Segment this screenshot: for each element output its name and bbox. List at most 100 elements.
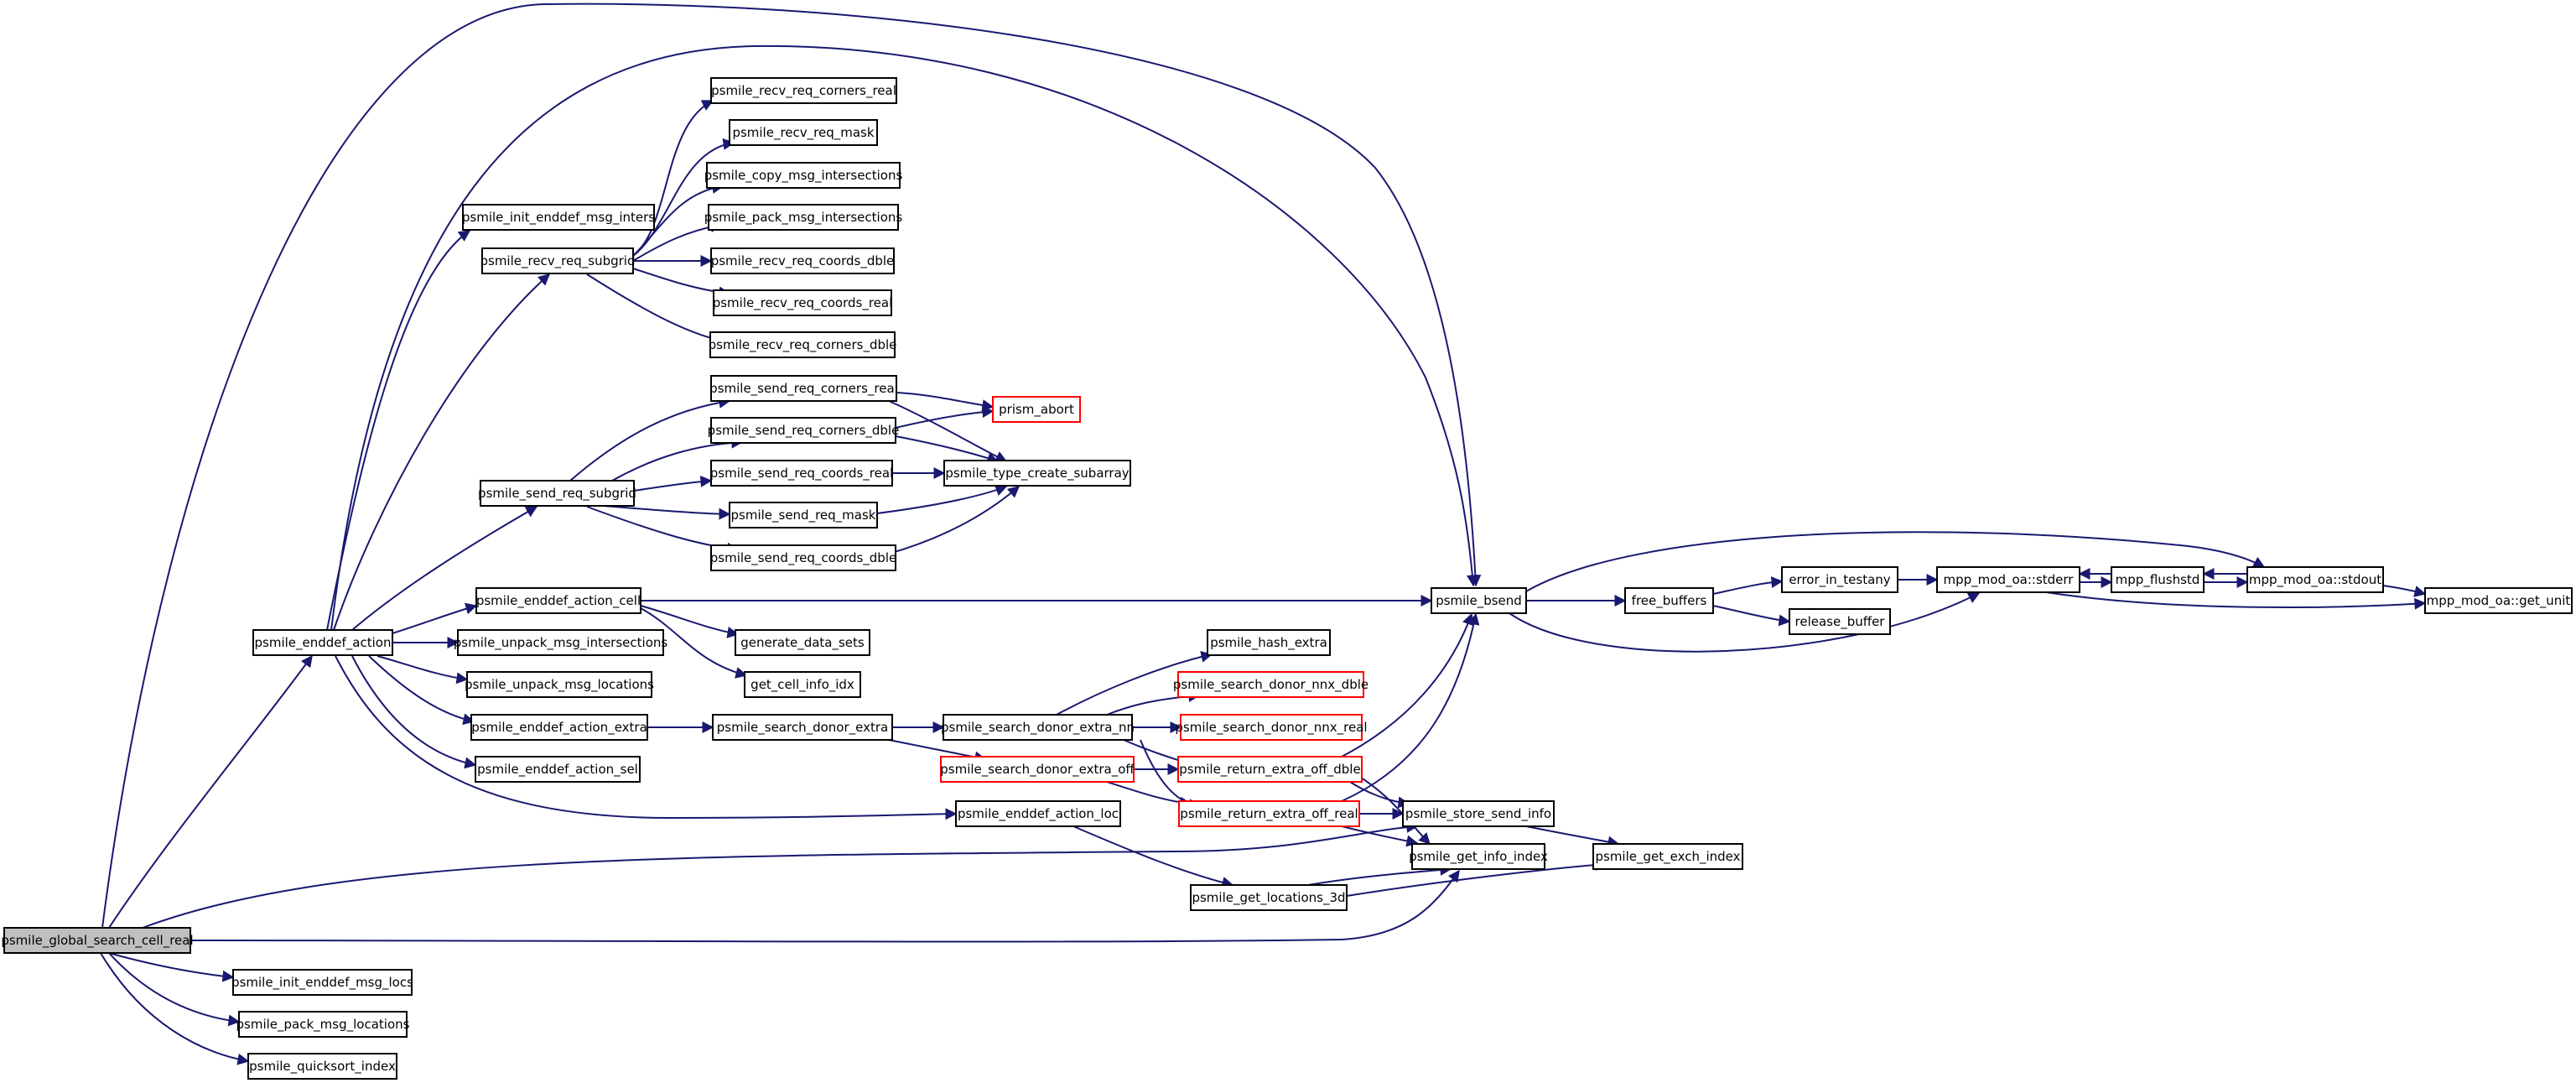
node-root[interactable]: psmile_global_search_cell_real xyxy=(1,927,194,954)
node-label: psmile_pack_msg_locations xyxy=(236,1017,410,1033)
node-ret_off_real[interactable]: psmile_return_extra_off_real xyxy=(1178,800,1360,827)
node-enddef_action[interactable]: psmile_enddef_action xyxy=(252,629,393,656)
node-nnx_dble[interactable]: psmile_search_donor_nnx_dble xyxy=(1173,671,1368,698)
node-stdout[interactable]: mpp_mod_oa::stdout xyxy=(2246,566,2384,593)
node-label: psmile_recv_req_corners_dble xyxy=(709,337,897,353)
node-box xyxy=(710,417,896,444)
node-search_extra_nn[interactable]: psmile_search_donor_extra_nn xyxy=(941,714,1135,741)
node-box xyxy=(710,544,896,571)
node-box xyxy=(1592,843,1743,870)
node-generate_data_sets[interactable]: generate_data_sets xyxy=(735,629,870,656)
node-bsend[interactable]: psmile_bsend xyxy=(1431,587,1527,614)
edge-action_cell-to-generate_data_sets xyxy=(640,605,740,638)
edge-root-to-quicksort xyxy=(100,952,250,1065)
node-box xyxy=(1180,714,1363,741)
node-send_corners_dble[interactable]: psmile_send_req_corners_dble xyxy=(708,417,900,444)
node-label: psmile_hash_extra xyxy=(1210,635,1327,651)
edge-search_extra_nn-to-hash_extra xyxy=(1056,651,1213,716)
node-box xyxy=(247,1053,397,1080)
edge-root-to-enddef_action xyxy=(108,654,313,929)
node-quicksort[interactable]: psmile_quicksort_index xyxy=(247,1053,397,1080)
node-action_cell[interactable]: psmile_enddef_action_cell xyxy=(475,587,641,614)
node-ret_off_dble[interactable]: psmile_return_extra_off_dble xyxy=(1177,756,1363,783)
node-nnx_real[interactable]: psmile_search_donor_nnx_real xyxy=(1175,714,1368,741)
node-box xyxy=(955,800,1121,827)
node-recv_corners_real[interactable]: psmile_recv_req_corners_real xyxy=(710,77,897,104)
node-stderr[interactable]: mpp_mod_oa::stderr xyxy=(1936,566,2080,593)
node-send_coords_dble[interactable]: psmile_send_req_coords_dble xyxy=(710,544,896,571)
node-label: generate_data_sets xyxy=(740,635,865,651)
node-get_locations_3d[interactable]: psmile_get_locations_3d xyxy=(1190,884,1348,911)
node-recv_corners_dble[interactable]: psmile_recv_req_corners_dble xyxy=(709,331,897,358)
node-box xyxy=(710,460,893,487)
node-unpack_locs[interactable]: psmile_unpack_msg_locations xyxy=(465,671,654,698)
node-label: psmile_store_send_info xyxy=(1405,806,1551,822)
node-create_subarray[interactable]: psmile_type_create_subarray xyxy=(943,460,1131,487)
node-label: psmile_unpack_msg_locations xyxy=(465,677,654,693)
edge-enddef_action-to-bsend xyxy=(330,44,1478,631)
node-label: psmile_recv_req_subgrid xyxy=(480,253,635,269)
node-label: psmile_return_extra_off_real xyxy=(1180,806,1358,822)
node-box xyxy=(1411,843,1545,870)
edge-recv_req_subgrid-to-copy_inters xyxy=(632,182,724,257)
node-send_req_subgrid[interactable]: psmile_send_req_subgrid xyxy=(478,480,636,507)
node-send_mask[interactable]: psmile_send_req_mask xyxy=(729,502,878,528)
node-hash_extra[interactable]: psmile_hash_extra xyxy=(1207,629,1331,656)
edge-send_req_subgrid-to-send_coords_real xyxy=(633,475,713,492)
node-init_msg_inters[interactable]: psmile_init_enddef_msg_inters xyxy=(462,204,655,231)
node-box xyxy=(470,714,648,741)
node-action_extra[interactable]: psmile_enddef_action_extra xyxy=(470,714,648,741)
edge-recv_req_subgrid-to-recv_corners_real xyxy=(632,100,714,257)
node-unpack_inters[interactable]: psmile_unpack_msg_intersections xyxy=(454,629,668,656)
node-store_send_info[interactable]: psmile_store_send_info xyxy=(1402,800,1555,827)
node-box xyxy=(475,587,641,614)
node-get_cell_info_idx[interactable]: get_cell_info_idx xyxy=(744,671,861,698)
node-free_buffers[interactable]: free_buffers xyxy=(1624,587,1714,614)
node-send_corners_real[interactable]: psmile_send_req_corners_real xyxy=(709,375,898,402)
edge-enddef_action-to-action_sel xyxy=(351,655,477,769)
edge-free_buffers-to-release_buffer xyxy=(1712,605,1791,627)
node-release_buffer[interactable]: release_buffer xyxy=(1789,608,1891,635)
node-pack_msg_locs[interactable]: psmile_pack_msg_locations xyxy=(236,1011,410,1038)
node-copy_inters[interactable]: psmile_copy_msg_intersections xyxy=(704,162,903,189)
edge-enddef_action-to-init_msg_inters xyxy=(326,230,471,631)
node-label: release_buffer xyxy=(1795,614,1886,630)
node-box xyxy=(708,204,899,231)
node-label: psmile_quicksort_index xyxy=(249,1059,396,1075)
node-recv_req_subgrid[interactable]: psmile_recv_req_subgrid xyxy=(480,247,636,274)
node-search_donor_extra[interactable]: psmile_search_donor_extra xyxy=(712,714,893,741)
edge-free_buffers-to-error_in_testany xyxy=(1712,576,1784,595)
node-box xyxy=(709,331,896,358)
edge-root-to-store_send_info xyxy=(142,820,1419,929)
node-recv_coords_dble[interactable]: psmile_recv_req_coords_dble xyxy=(710,247,895,274)
node-init_msg_locs[interactable]: psmile_init_enddef_msg_locs xyxy=(231,969,413,996)
node-box xyxy=(1207,629,1331,656)
node-label: psmile_send_req_corners_dble xyxy=(708,423,900,439)
edge-send_req_subgrid-to-send_corners_real xyxy=(569,396,731,482)
node-search_extra_off[interactable]: psmile_search_donor_extra_off xyxy=(940,756,1135,783)
node-box xyxy=(1936,566,2080,593)
node-get_unit[interactable]: mpp_mod_oa::get_unit xyxy=(2424,587,2573,614)
node-label: free_buffers xyxy=(1632,593,1707,609)
node-label: psmile_pack_msg_intersections xyxy=(704,210,903,226)
node-recv_mask[interactable]: psmile_recv_req_mask xyxy=(729,119,878,146)
node-recv_coords_real[interactable]: psmile_recv_req_coords_real xyxy=(713,289,893,316)
node-label: psmile_recv_req_corners_real xyxy=(711,83,896,99)
node-label: psmile_unpack_msg_intersections xyxy=(454,635,668,651)
node-box xyxy=(462,204,655,231)
node-prism_abort[interactable]: prism_abort xyxy=(992,396,1081,423)
node-send_coords_real[interactable]: psmile_send_req_coords_real xyxy=(710,460,893,487)
node-action_sel[interactable]: psmile_enddef_action_sel xyxy=(475,756,641,783)
node-box xyxy=(1781,566,1898,593)
node-error_in_testany[interactable]: error_in_testany xyxy=(1781,566,1898,593)
edge-send_corners_dble-to-prism_abort xyxy=(895,406,995,429)
node-flushstd[interactable]: mpp_flushstd xyxy=(2111,566,2205,593)
node-pack_inters[interactable]: psmile_pack_msg_intersections xyxy=(704,204,903,231)
node-get_info_index[interactable]: psmile_get_info_index xyxy=(1409,843,1548,870)
edge-ret_off_real-to-bsend xyxy=(1341,612,1480,802)
node-box xyxy=(1789,608,1891,635)
node-action_loc[interactable]: psmile_enddef_action_loc xyxy=(955,800,1121,827)
edge-enddef_action-to-action_extra xyxy=(368,655,475,726)
node-get_exch_index[interactable]: psmile_get_exch_index xyxy=(1592,843,1743,870)
node-box xyxy=(2246,566,2384,593)
